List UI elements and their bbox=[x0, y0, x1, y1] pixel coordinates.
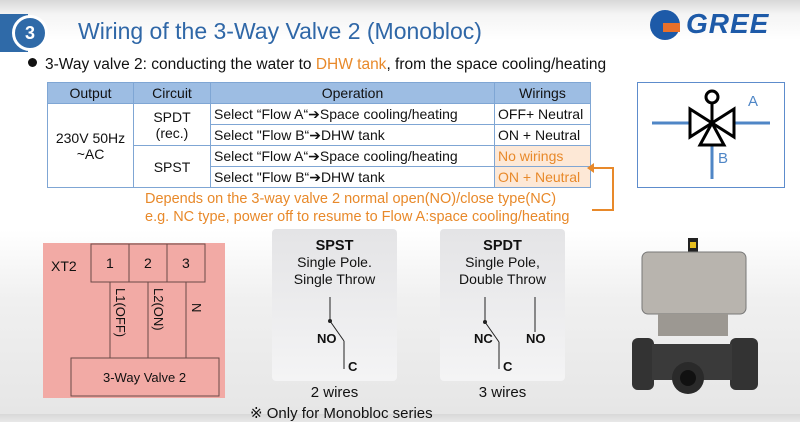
footer-note: ※ Only for Monobloc series bbox=[250, 405, 433, 422]
wire-n-label: N bbox=[189, 303, 204, 313]
spdt-subtitle: Single Pole, bbox=[465, 254, 540, 270]
table-row: Select "Flow B“➔DHW tank ON + Neutral bbox=[48, 124, 591, 146]
table-row: SPST Select “Flow A“➔Space cooling/heati… bbox=[48, 145, 591, 188]
spdt-switch-icon bbox=[483, 297, 536, 369]
wire-l2-label: L2(ON) bbox=[151, 288, 166, 331]
logo-text: GREE bbox=[686, 8, 770, 39]
spdt-card: SPDT Single Pole, Double Throw NC NO C bbox=[440, 229, 565, 381]
spdt-title: SPDT bbox=[483, 238, 522, 254]
bullet-description: 3-Way valve 2: conducting the water to D… bbox=[28, 56, 606, 74]
terminal-1: 1 bbox=[106, 255, 114, 271]
spst-switch-icon bbox=[328, 297, 345, 369]
terminal-diagram: XT2 1 2 3 L1(OFF) L2(ON) N 3-Way Valve 2 bbox=[43, 243, 225, 398]
valve-symbol-box: A B bbox=[637, 82, 785, 188]
wiring-cell: No wirings bbox=[494, 145, 591, 167]
note-text: Depends on the 3-way valve 2 normal open… bbox=[145, 190, 570, 226]
valve-device-label: 3-Way Valve 2 bbox=[103, 370, 187, 385]
wiring-table: Output Circuit Operation Wirings 230V 50… bbox=[47, 82, 591, 188]
operation-cell: Select "Flow B“➔DHW tank bbox=[210, 124, 495, 146]
wiring-cell: ON + Neutral bbox=[494, 166, 591, 188]
page-title: Wiring of the 3-Way Valve 2 (Monobloc) bbox=[78, 18, 482, 44]
section-number: 3 bbox=[12, 15, 48, 51]
operation-cell: Select "Flow B“➔DHW tank bbox=[210, 166, 495, 188]
spdt-nc-label: NC bbox=[474, 331, 493, 346]
note-line: e.g. NC type, power off to resume to Flo… bbox=[145, 209, 570, 225]
logo-mark-icon bbox=[650, 10, 680, 40]
spst-title: SPST bbox=[315, 238, 354, 254]
spst-subtitle: Single Throw bbox=[293, 271, 376, 287]
operation-cell: Select “Flow A“➔Space cooling/heating bbox=[210, 145, 495, 167]
bullet-text-end: , from the space cooling/heating bbox=[386, 56, 607, 73]
spst-no-label: NO bbox=[317, 331, 337, 346]
terminal-block-label: XT2 bbox=[51, 258, 77, 274]
port-b-label: B bbox=[718, 150, 729, 167]
circuit-cell: SPDT(rec.) bbox=[133, 103, 211, 146]
three-way-valve-icon bbox=[652, 89, 770, 179]
header-wirings: Wirings bbox=[494, 82, 591, 104]
spst-c-label: C bbox=[348, 359, 358, 374]
spst-subtitle: Single Pole. bbox=[297, 254, 372, 270]
terminal-3: 3 bbox=[182, 255, 190, 271]
section-badge: 3 bbox=[0, 14, 62, 52]
spdt-no-label: NO bbox=[526, 331, 546, 346]
operation-cell: Select “Flow A“➔Space cooling/heating bbox=[210, 103, 495, 125]
bullet-icon bbox=[28, 58, 37, 67]
header-output: Output bbox=[47, 82, 134, 104]
spdt-wire-count: 3 wires bbox=[478, 384, 527, 401]
valve-photo bbox=[632, 238, 758, 394]
note-bracket bbox=[592, 167, 614, 211]
gree-logo: GREE bbox=[650, 8, 795, 40]
terminal-2: 2 bbox=[144, 255, 152, 271]
output-voltage: 230V 50Hz bbox=[55, 129, 126, 146]
spdt-c-label: C bbox=[503, 359, 513, 374]
output-cell: 230V 50Hz~AC bbox=[47, 103, 134, 188]
table-row: Select "Flow B“➔DHW tank ON + Neutral bbox=[48, 166, 591, 188]
wiring-cell: ON + Neutral bbox=[494, 124, 591, 146]
spdt-subtitle: Double Throw bbox=[459, 271, 546, 287]
spst-wire-count: 2 wires bbox=[310, 384, 359, 401]
table-header-row: Output Circuit Operation Wirings bbox=[47, 82, 591, 104]
bullet-text: 3-Way valve 2: conducting the water to bbox=[45, 56, 316, 73]
bullet-highlight: DHW tank bbox=[315, 56, 387, 73]
spst-card: SPST Single Pole. Single Throw NO C bbox=[272, 229, 397, 381]
output-type: ~AC bbox=[76, 145, 105, 162]
note-line: Depends on the 3-way valve 2 normal open… bbox=[145, 191, 557, 207]
port-a-label: A bbox=[748, 93, 759, 110]
header-circuit: Circuit bbox=[133, 82, 211, 104]
header-operation: Operation bbox=[210, 82, 495, 104]
table-row: 230V 50Hz~AC SPDT(rec.) Select “Flow A“➔… bbox=[47, 103, 591, 188]
wiring-cell: OFF+ Neutral bbox=[494, 103, 591, 125]
circuit-name: SPDT bbox=[153, 108, 191, 125]
circuit-note: (rec.) bbox=[155, 124, 189, 141]
wire-l1-label: L1(OFF) bbox=[113, 288, 128, 338]
circuit-cell: SPST bbox=[133, 145, 211, 188]
